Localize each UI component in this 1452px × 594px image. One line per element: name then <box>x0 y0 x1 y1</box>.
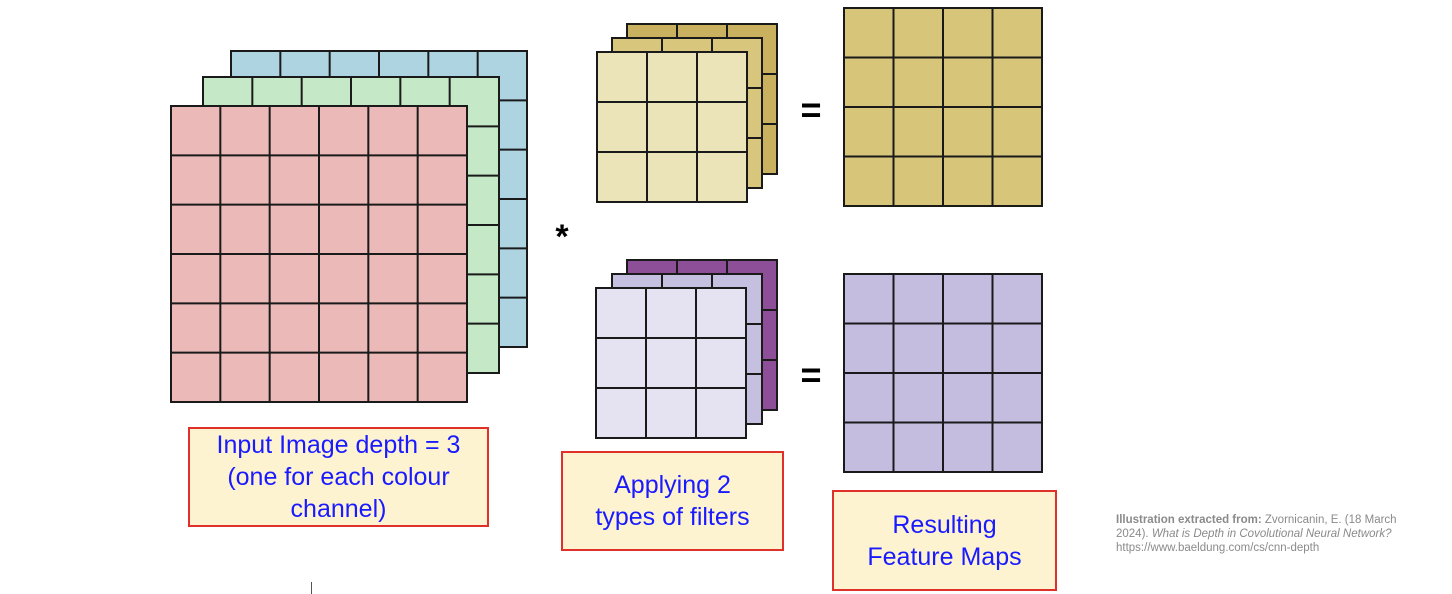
caption-title: What is Depth in Covolutional Neural Net… <box>1151 528 1392 540</box>
caption-authors: Zvornicanin, E. (18 March 2024). <box>1116 514 1397 540</box>
input-image-label: Input Image depth = 3 (one for each colo… <box>188 427 489 527</box>
feature-maps-label-line: Feature Maps <box>867 542 1022 571</box>
caption-url[interactable]: https://www.baeldung.com/cs/cnn-depth <box>1116 542 1320 554</box>
equals-operator-bottom: = <box>800 354 821 395</box>
input-label-line: Input Image depth = 3 <box>216 431 461 459</box>
feature-maps-label-line: Resulting <box>892 510 997 539</box>
filters-label-line: types of filters <box>595 503 750 531</box>
caption-prefix: Illustration extracted from: <box>1116 514 1262 526</box>
source-caption: Illustration extracted from: Zvornicanin… <box>1116 513 1406 555</box>
equals-operator-top: = <box>800 89 821 130</box>
filters-label: Applying 2 types of filters <box>561 451 784 551</box>
input-label-line: channel) <box>290 495 387 523</box>
filter-layer <box>595 287 747 439</box>
feature-maps-label: Resulting Feature Maps <box>832 490 1057 591</box>
convolution-operator: * <box>555 218 569 256</box>
filter-layer <box>596 51 748 203</box>
input-channel-layer <box>170 105 468 403</box>
filter-stack-purple <box>595 259 778 439</box>
filter-stack-yellow <box>596 23 778 203</box>
feature-map-purple <box>843 273 1043 473</box>
feature-map-yellow <box>843 7 1043 207</box>
text-cursor <box>311 582 312 594</box>
feature-map-grid <box>843 273 1043 473</box>
input-label-line: (one for each colour <box>227 463 450 491</box>
feature-map-grid <box>843 7 1043 207</box>
input-image-stack <box>170 50 528 403</box>
filters-label-line: Applying 2 <box>614 471 731 499</box>
